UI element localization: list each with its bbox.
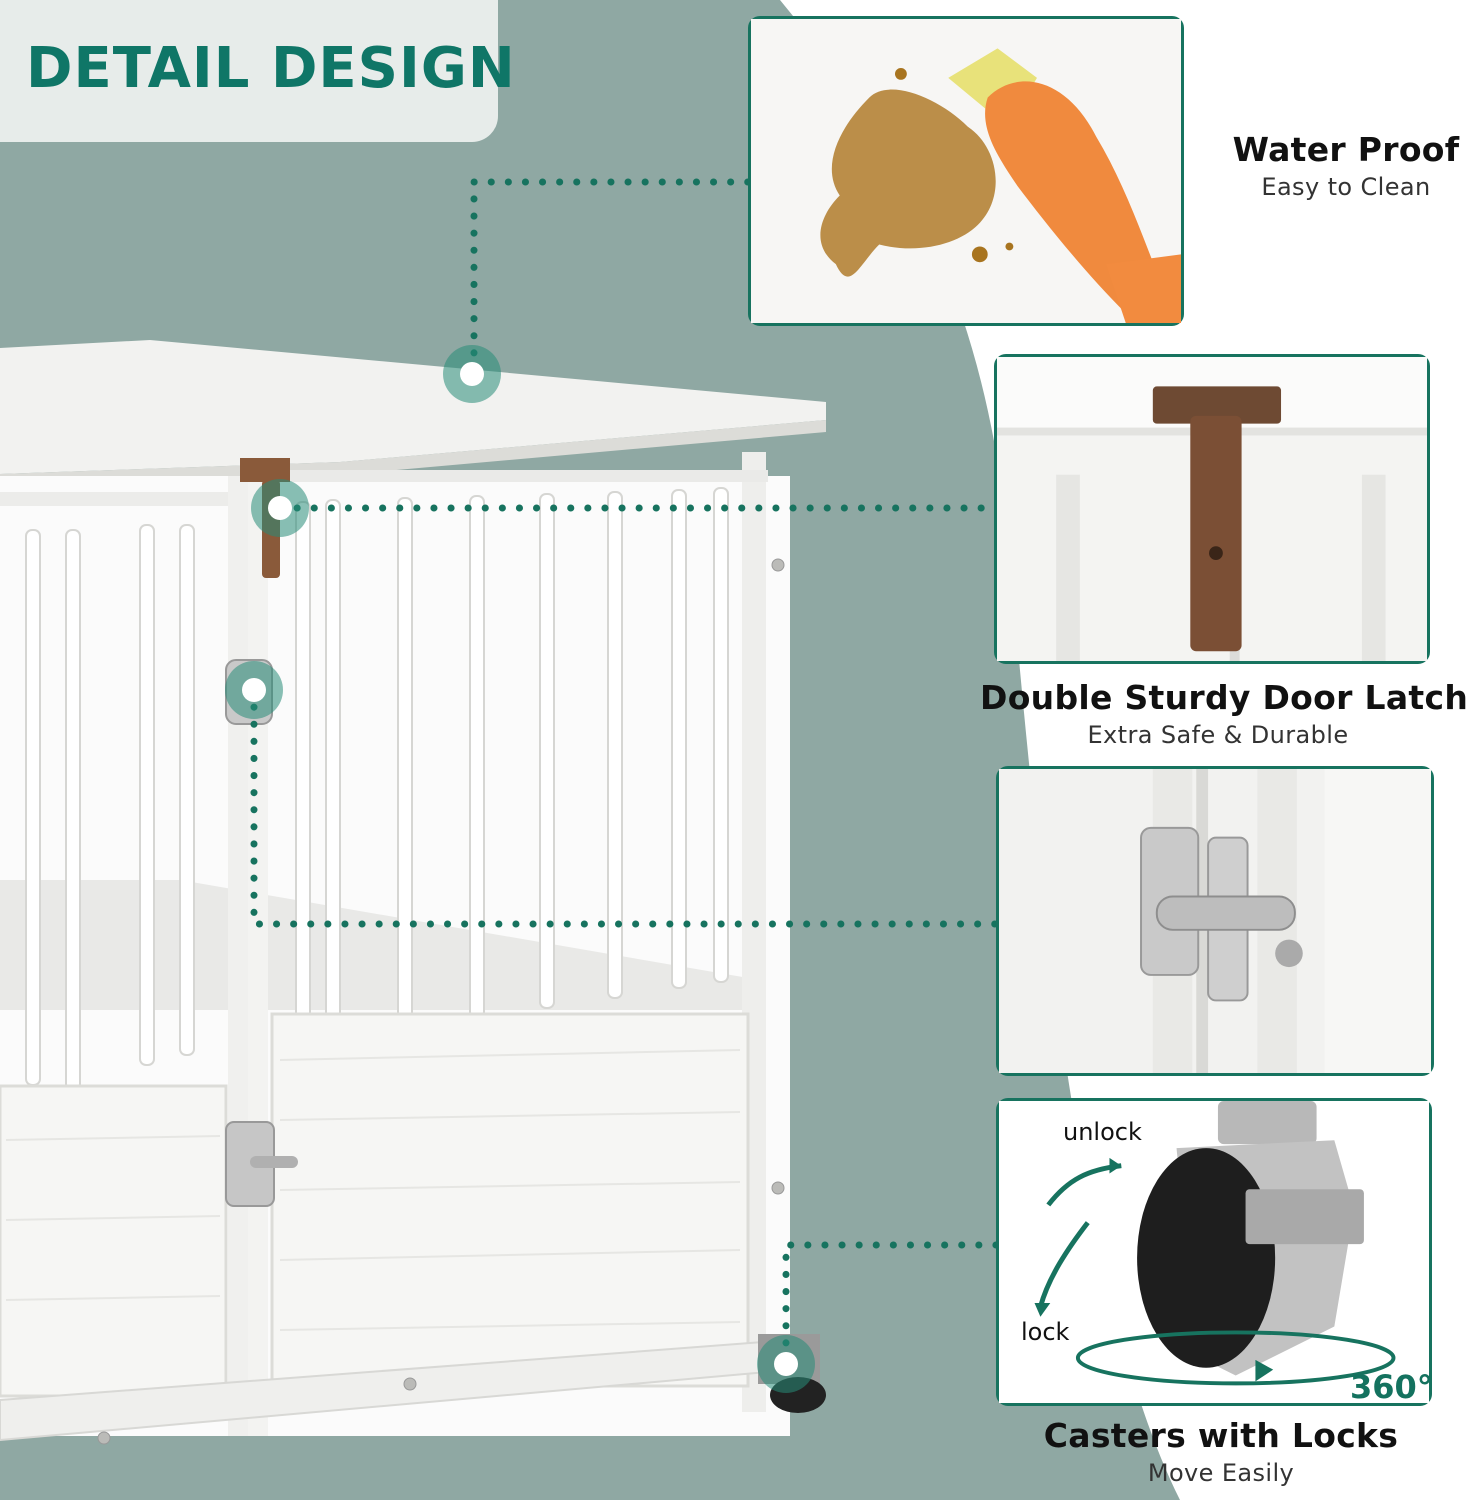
unlock-label: unlock bbox=[1063, 1118, 1142, 1146]
callout-marker-caster bbox=[757, 1335, 815, 1393]
feature-subtitle: Easy to Clean bbox=[1261, 173, 1431, 201]
stain-wipe-image bbox=[751, 19, 1181, 323]
latch-closeup-image bbox=[999, 769, 1431, 1073]
lock-label: lock bbox=[1021, 1318, 1070, 1346]
caster-closeup-image bbox=[999, 1101, 1429, 1403]
dotted-connectors bbox=[250, 178, 1000, 1364]
feature-label-door-latch: Double Sturdy Door Latch Extra Safe & Du… bbox=[980, 678, 1468, 749]
feature-title: Casters with Locks bbox=[1043, 1416, 1399, 1455]
callout-marker-top bbox=[443, 345, 501, 403]
feature-subtitle: Move Easily bbox=[1147, 1459, 1295, 1487]
callout-marker-hinge bbox=[251, 479, 309, 537]
hinge-closeup-image bbox=[997, 357, 1427, 661]
feature-label-casters: Casters with Locks Move Easily bbox=[1000, 1416, 1442, 1487]
feature-title: Double Sturdy Door Latch bbox=[980, 678, 1468, 717]
photo-panel-caster bbox=[996, 1098, 1432, 1406]
photo-panel-latch bbox=[996, 766, 1434, 1076]
feature-label-water-proof: Water Proof Easy to Clean bbox=[1230, 130, 1462, 201]
feature-subtitle: Extra Safe & Durable bbox=[1087, 721, 1349, 749]
photo-panel-hinge bbox=[994, 354, 1430, 664]
crate-illustration bbox=[0, 340, 826, 1445]
callout-marker-latch bbox=[225, 661, 283, 719]
feature-title: Water Proof bbox=[1232, 130, 1460, 169]
title-card: DETAIL DESIGN bbox=[0, 0, 515, 142]
rotation-label: 360° bbox=[1350, 1368, 1433, 1406]
photo-panel-water-proof bbox=[748, 16, 1184, 326]
page-title: DETAIL DESIGN bbox=[26, 36, 516, 101]
